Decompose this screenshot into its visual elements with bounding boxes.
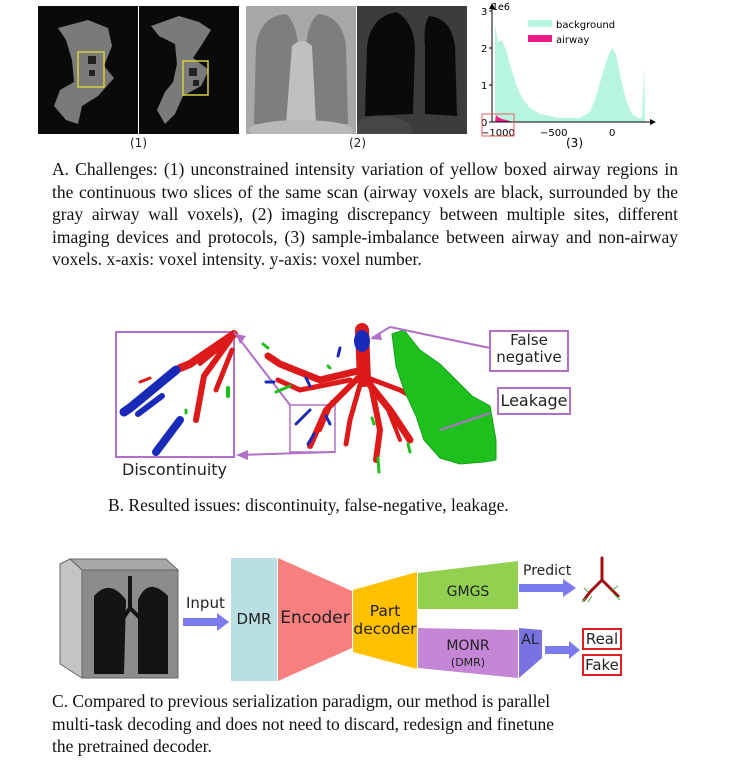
sub-label-1: (1) — [130, 136, 147, 150]
coronal-scan-dark-image — [357, 12, 457, 134]
caption-c-line3: the pretrained decoder. — [52, 736, 212, 756]
background-distribution — [495, 24, 645, 122]
false-negative-region — [354, 330, 370, 352]
legend-label-background: background — [556, 20, 615, 31]
gmgs-label: GMGS — [446, 584, 490, 600]
predicted-airway-icon — [581, 556, 621, 603]
ct-slice-1-image — [54, 20, 114, 124]
part-decoder-block — [353, 572, 417, 669]
caption-b: B. Resulted issues: discontinuity, false… — [108, 495, 509, 515]
ct-slice-2 — [139, 6, 239, 134]
false-negative-callout: False negative — [489, 330, 569, 372]
intensity-histogram: 0 1 2 3 1e6 −1000 −500 0 background airw… — [481, 2, 656, 150]
y-tick: 2 — [481, 44, 487, 55]
airway-segmentation-render — [115, 323, 497, 474]
monr-label: MONR — [446, 638, 490, 654]
ct-slice-2-image — [151, 16, 211, 124]
yellow-box — [182, 60, 209, 96]
x-tick: 0 — [609, 128, 615, 139]
part-decoder-label-line2: decoder — [353, 620, 417, 638]
leakage-callout: Leakage — [497, 387, 571, 415]
caption-c-line2: multi-task decoding and does not need to… — [52, 713, 555, 734]
predict-arrow — [519, 579, 576, 597]
caption-c-line1: C. Compared to previous serialization pa… — [52, 691, 551, 711]
x-tick: −1000 — [481, 128, 515, 139]
airway-highlight-box — [481, 113, 515, 137]
legend-label-airway: airway — [556, 35, 589, 46]
y-tick: 1 — [481, 81, 487, 92]
al-label: AL — [521, 632, 539, 648]
exponent-label: 1e6 — [492, 2, 510, 13]
inset-airway — [119, 330, 238, 456]
sub-label-2: (2) — [349, 136, 366, 150]
al-output-arrow — [545, 641, 580, 659]
sub-label-3: (3) — [566, 136, 583, 150]
dmr-block — [231, 558, 277, 681]
al-block — [519, 628, 542, 678]
ct-volume-input — [59, 558, 180, 679]
coronal-scan-light — [246, 6, 356, 134]
coronal-scan-light-image — [249, 14, 353, 134]
false-negative-label-line1: False — [510, 331, 548, 349]
gmgs-block — [418, 561, 518, 609]
real-output: Real — [582, 628, 622, 650]
y-tick: 0 — [481, 118, 487, 129]
encoder-label: Encoder — [280, 608, 350, 628]
discontinuity-label: Discontinuity — [122, 460, 228, 479]
false-negative-fragments — [264, 346, 342, 446]
part-decoder-label-line1: Part — [369, 602, 401, 620]
part-decoder-label: Part decoder — [350, 602, 420, 638]
x-tick: −500 — [540, 128, 567, 139]
caption-c: C. Compared to previous serialization pa… — [52, 690, 712, 758]
encoder-block — [278, 558, 352, 681]
leakage-region — [391, 329, 497, 465]
input-label: Input — [186, 594, 225, 612]
legend-swatch-background — [528, 20, 552, 27]
leakage-fragments — [261, 342, 412, 474]
monr-sub-label: (DMR) — [450, 656, 486, 669]
ct-slice-1 — [38, 6, 138, 134]
airway-distribution — [495, 115, 510, 122]
leakage-label: Leakage — [500, 391, 568, 410]
dmr-label: DMR — [236, 610, 272, 628]
false-negative-label-line2: negative — [496, 348, 562, 366]
y-tick: 3 — [481, 7, 487, 18]
yellow-box — [77, 51, 105, 88]
predict-label: Predict — [523, 563, 572, 579]
fake-output: Fake — [582, 654, 622, 676]
caption-a: A. Challenges: (1) unconstrained intensi… — [52, 159, 678, 269]
coronal-scan-dark — [357, 6, 467, 134]
monr-block — [418, 628, 518, 678]
input-arrow — [183, 613, 229, 631]
legend-swatch-airway — [528, 35, 552, 42]
